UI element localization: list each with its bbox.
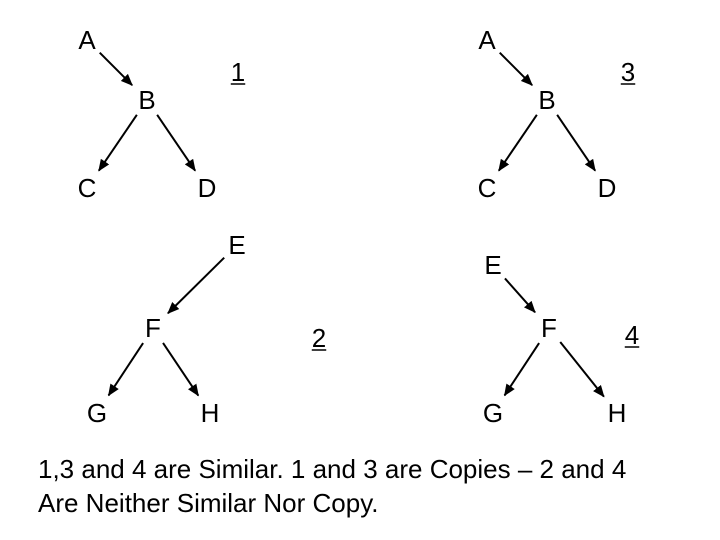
node-tree4-G: G [483, 398, 503, 428]
caption: 1,3 and 4 are Similar. 1 and 3 are Copie… [38, 452, 708, 520]
node-tree1-A: A [78, 25, 96, 55]
node-tree2-H: H [201, 398, 220, 428]
edge-tree3-A-B [499, 52, 533, 86]
tree-number-1: 1 [231, 57, 245, 87]
edge-tree3-B-C [498, 114, 538, 172]
edges-layer [98, 52, 605, 398]
tree-number-2: 2 [312, 323, 326, 353]
node-tree4-H: H [608, 398, 627, 428]
node-tree2-E: E [228, 230, 245, 260]
node-tree3-C: C [478, 173, 497, 203]
edge-tree1-B-C [98, 114, 138, 172]
edge-tree1-A-B [99, 52, 133, 86]
caption-line-1: 1,3 and 4 are Similar. 1 and 3 are Copie… [38, 454, 627, 484]
edge-tree2-E-F [167, 256, 225, 314]
edge-tree2-F-H [162, 342, 200, 397]
tree-number-3: 3 [621, 57, 635, 87]
node-tree3-B: B [538, 85, 555, 115]
caption-line-2: Are Neither Similar Nor Copy. [38, 488, 379, 518]
edge-tree1-B-D [156, 114, 196, 172]
node-tree1-D: D [198, 173, 217, 203]
node-tree3-D: D [598, 173, 617, 203]
tree-number-4: 4 [625, 320, 639, 350]
node-tree2-F: F [145, 313, 161, 343]
edge-tree4-E-F [504, 277, 536, 314]
node-tree1-B: B [138, 85, 155, 115]
node-tree4-F: F [541, 313, 557, 343]
tree-numbers-layer: 1 3 2 4 [230, 57, 640, 353]
edge-tree2-F-G [107, 342, 144, 397]
node-tree4-E: E [484, 250, 501, 280]
edge-tree3-B-D [556, 114, 596, 172]
node-tree2-G: G [87, 398, 107, 428]
node-tree3-A: A [478, 25, 496, 55]
edge-tree4-F-H [559, 341, 605, 398]
edge-tree4-F-G [503, 342, 540, 397]
node-tree1-C: C [78, 173, 97, 203]
